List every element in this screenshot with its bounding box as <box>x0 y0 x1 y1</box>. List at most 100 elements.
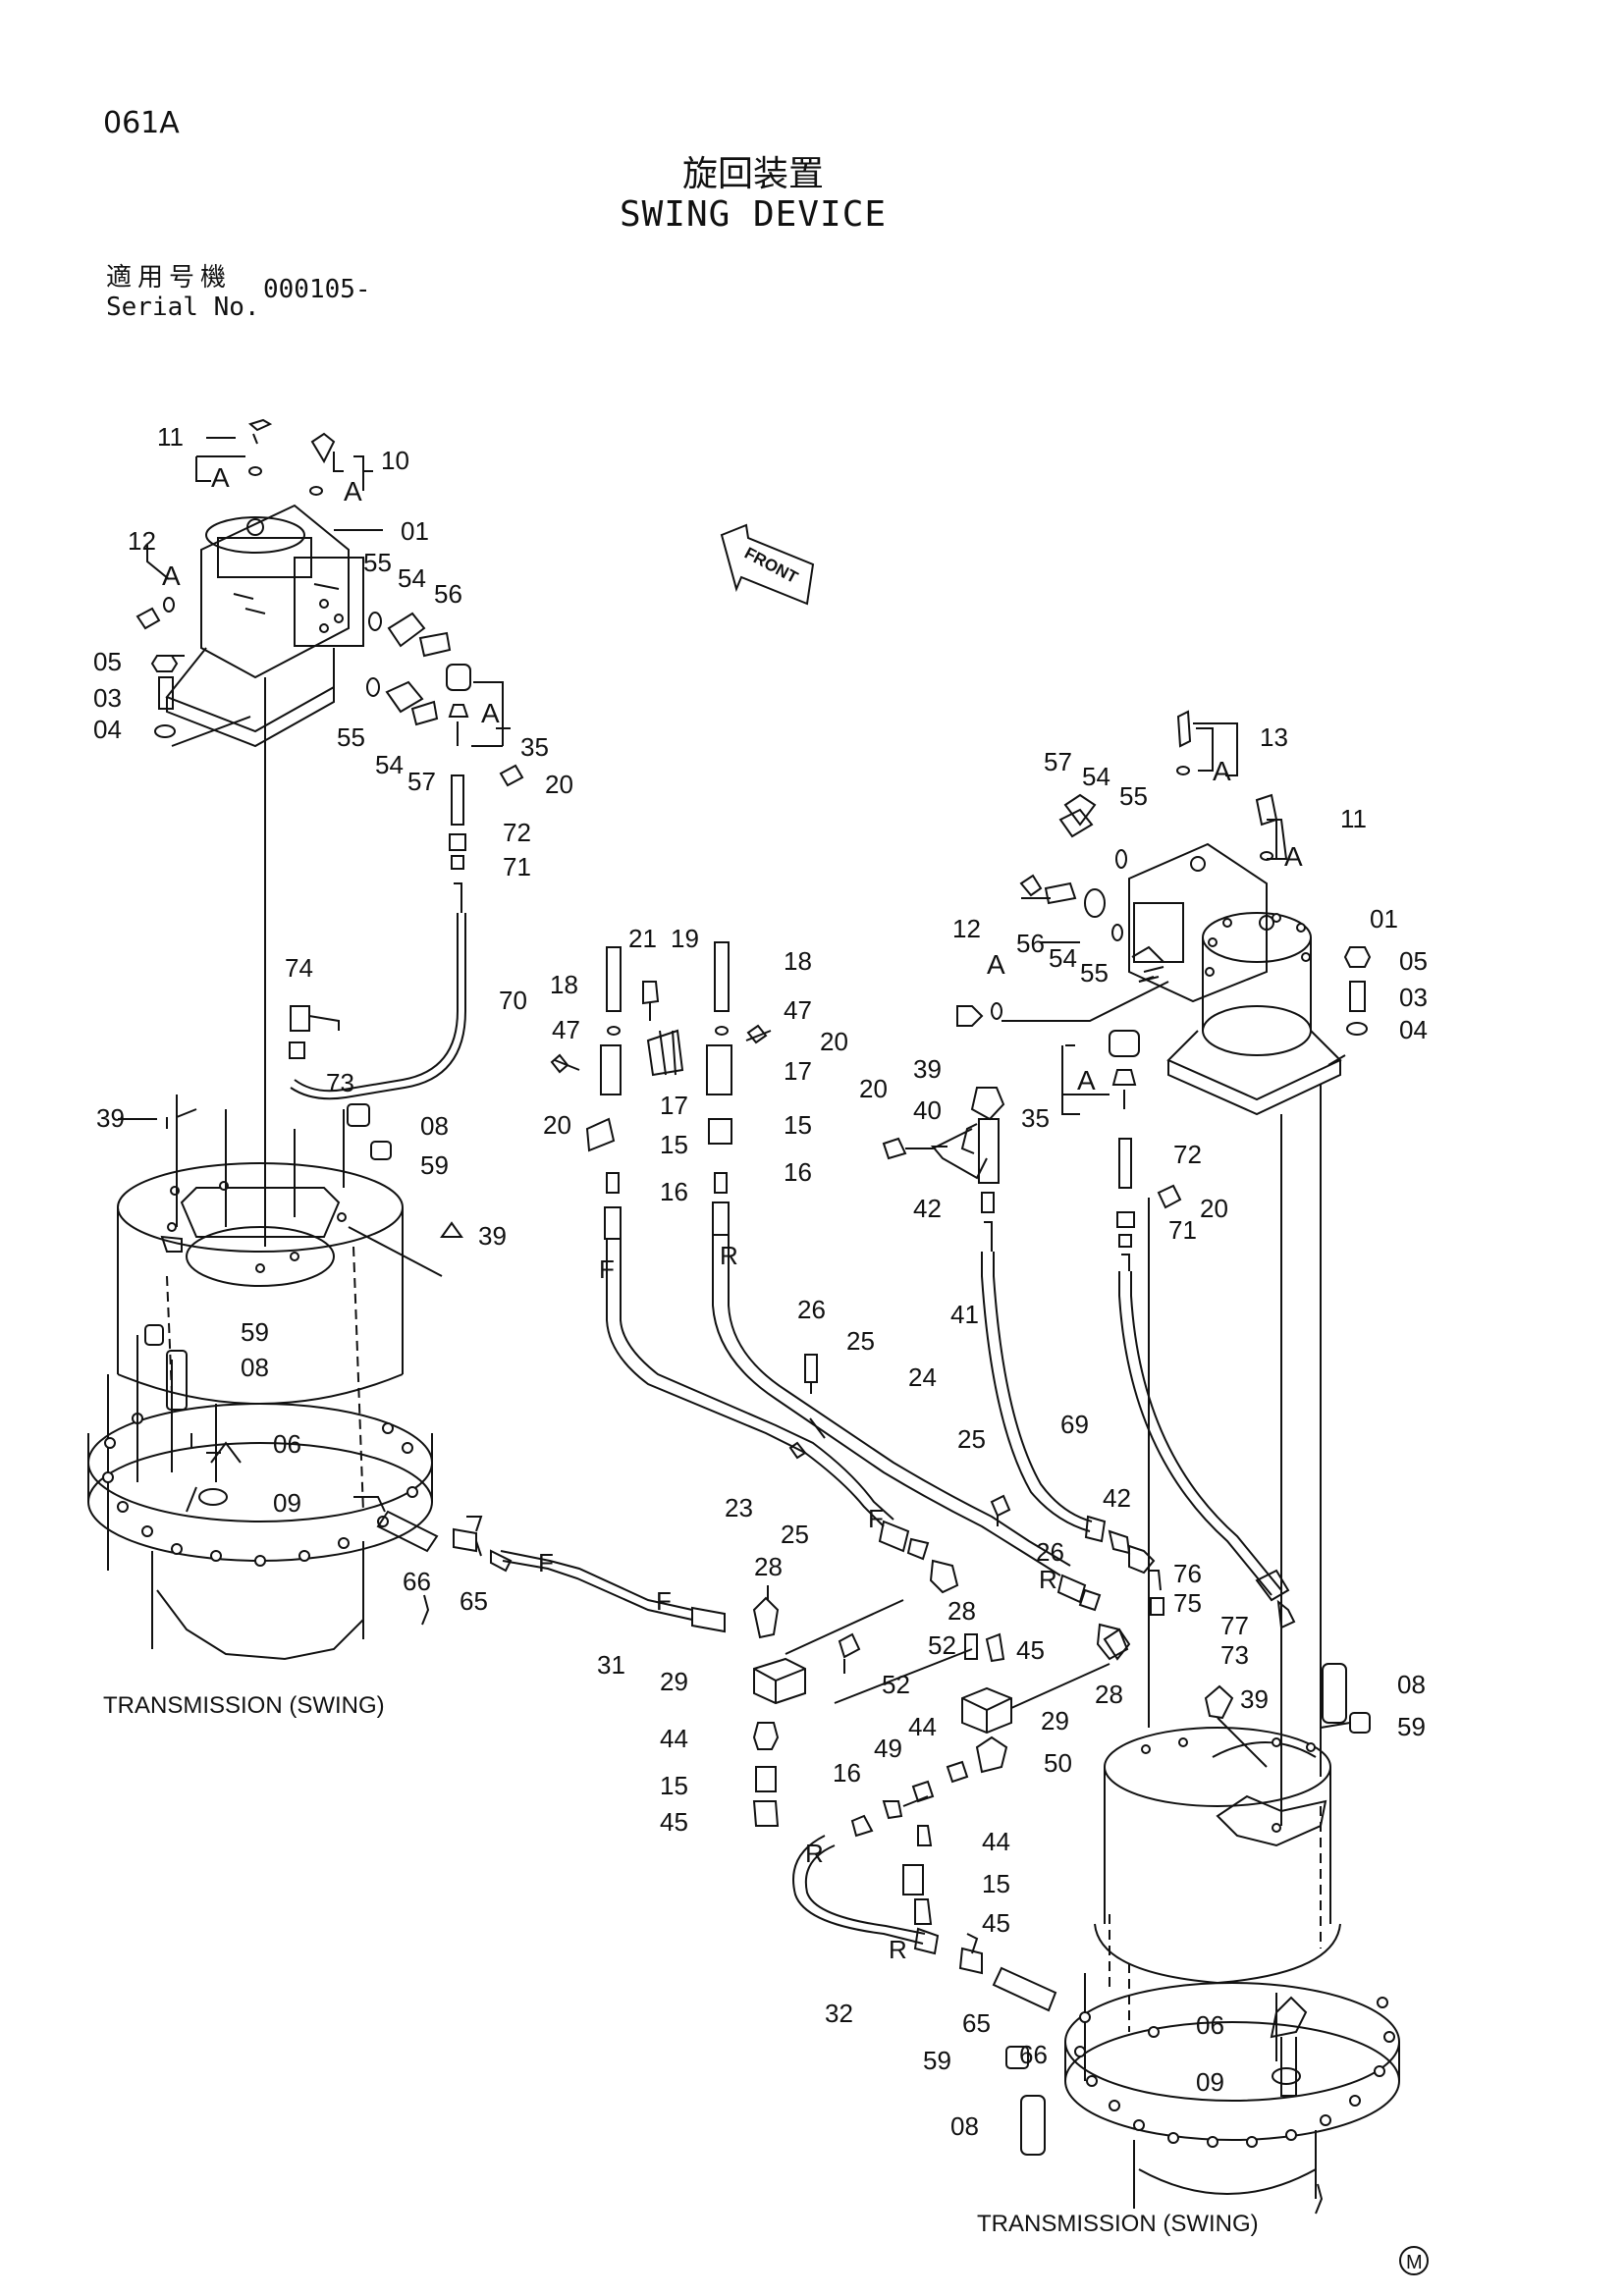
callout-15-middle-right: 15 <box>784 1110 812 1140</box>
hose-f-23-end: F <box>868 1504 884 1533</box>
right-swing-motor <box>1128 842 1342 1116</box>
callout-52-upper: 52 <box>928 1630 956 1660</box>
callout-39-left-b: 39 <box>478 1221 507 1251</box>
page-title-japanese: 旋回装置 <box>681 154 824 194</box>
page-code: 061A <box>103 106 180 140</box>
callout-59-left-upper: 59 <box>420 1150 449 1180</box>
callout-08-left-lower: 08 <box>241 1353 269 1382</box>
callout-16-middle-left: 16 <box>660 1177 688 1206</box>
callout-35-left: 35 <box>520 732 549 762</box>
callout-56-left: 56 <box>434 579 462 609</box>
detail-a-right-1: A <box>1213 756 1231 786</box>
callout-74: 74 <box>285 953 313 983</box>
callout-59-right-upper: 59 <box>1397 1712 1426 1741</box>
callout-72-right: 72 <box>1173 1140 1202 1169</box>
callout-45-lower: 45 <box>982 1908 1010 1938</box>
callout-29-left: 29 <box>660 1667 688 1696</box>
hose-r-24-end: R <box>1039 1565 1057 1594</box>
callout-39-right-lower: 39 <box>1240 1684 1269 1714</box>
callout-50: 50 <box>1044 1748 1072 1778</box>
hose-f-31: F <box>656 1586 672 1616</box>
callout-09-right: 09 <box>1196 2067 1224 2097</box>
serial-label: Serial No. <box>106 293 260 322</box>
callout-44-left: 44 <box>660 1724 688 1753</box>
callout-28-left: 28 <box>754 1552 783 1581</box>
callout-01-left: 01 <box>401 516 429 546</box>
page-title: SWING DEVICE <box>619 194 888 235</box>
callout-66-left: 66 <box>403 1567 431 1596</box>
hose-f-23: F <box>599 1255 615 1284</box>
callout-18-left: 18 <box>550 970 578 999</box>
callout-26-right: 26 <box>1036 1537 1064 1567</box>
callout-11-right: 11 <box>1340 804 1367 833</box>
right-transmission <box>1064 1727 1400 2209</box>
callout-11-left: 11 <box>157 422 184 452</box>
marker-circle <box>1399 2246 1429 2275</box>
callout-16-middle-right: 16 <box>784 1157 812 1187</box>
callout-25-lower: 25 <box>781 1520 809 1549</box>
callout-77: 77 <box>1220 1611 1249 1640</box>
callout-17-left: 17 <box>660 1091 688 1120</box>
callout-54-right-lower: 54 <box>1049 943 1077 973</box>
serial-label-japanese: 適用号機 <box>106 263 233 293</box>
callout-23: 23 <box>725 1493 753 1522</box>
callout-20-middle-right: 20 <box>820 1027 848 1056</box>
callout-08-right-lower: 08 <box>950 2111 979 2141</box>
callout-47-left: 47 <box>552 1015 580 1044</box>
callout-55-right-upper: 55 <box>1119 781 1148 811</box>
callout-15-middle-left: 15 <box>660 1130 688 1159</box>
callout-54-right-upper: 54 <box>1082 762 1110 791</box>
detail-a-left-2: A <box>344 476 362 507</box>
callout-10: 10 <box>381 446 409 475</box>
callout-20-right-b: 20 <box>1200 1194 1228 1223</box>
detail-a-right-4: A <box>1077 1065 1096 1095</box>
callout-39-right-upper: 39 <box>913 1054 942 1084</box>
callout-19: 19 <box>671 924 699 953</box>
callout-70: 70 <box>499 986 527 1015</box>
callout-28-right: 28 <box>1095 1680 1123 1709</box>
callout-31: 31 <box>597 1650 625 1680</box>
callout-26-middle: 26 <box>797 1295 826 1324</box>
callout-65-left: 65 <box>460 1586 488 1616</box>
callout-75: 75 <box>1173 1588 1202 1618</box>
callout-04-right: 04 <box>1399 1015 1428 1044</box>
callout-45-left-lower: 45 <box>660 1807 688 1837</box>
callout-55-left-lower: 55 <box>337 722 365 752</box>
callout-01-right: 01 <box>1370 904 1398 934</box>
callout-54-left-upper: 54 <box>398 563 426 593</box>
callout-16-lower: 16 <box>833 1758 861 1788</box>
callout-66-right: 66 <box>1019 2040 1048 2069</box>
callout-47-right: 47 <box>784 995 812 1025</box>
callout-65-right: 65 <box>962 2008 991 2038</box>
callout-49: 49 <box>874 1734 902 1763</box>
callout-15-left-lower: 15 <box>660 1771 688 1800</box>
callout-73-left: 73 <box>326 1068 354 1097</box>
callout-08-right-upper: 08 <box>1397 1670 1426 1699</box>
callout-39-left-a: 39 <box>96 1103 125 1133</box>
callout-44-lower: 44 <box>982 1827 1010 1856</box>
callout-03-left: 03 <box>93 683 122 713</box>
callout-15-lower: 15 <box>982 1869 1010 1898</box>
callout-45-upper: 45 <box>1016 1635 1045 1665</box>
callout-18-right: 18 <box>784 946 812 976</box>
callout-59-left-lower: 59 <box>241 1317 269 1347</box>
serial-number: 000105- <box>263 275 371 304</box>
transmission-right-label: TRANSMISSION (SWING) <box>977 2211 1259 2237</box>
callout-24: 24 <box>908 1362 937 1392</box>
callout-57-left: 57 <box>407 767 436 796</box>
callout-71-right: 71 <box>1168 1215 1197 1245</box>
detail-a-left-3: A <box>162 561 181 591</box>
detail-a-left-4: A <box>481 698 500 728</box>
hose-r-32-end: R <box>889 1935 907 1964</box>
detail-a-left-1: A <box>211 462 230 493</box>
callout-04-left: 04 <box>93 715 122 744</box>
callout-76: 76 <box>1173 1559 1202 1588</box>
callout-09-left: 09 <box>273 1488 301 1518</box>
hose-f-31-start: F <box>538 1548 554 1577</box>
marker-m: M <box>1406 2252 1423 2273</box>
callout-06-left: 06 <box>273 1429 301 1459</box>
callout-25-upper: 25 <box>846 1326 875 1356</box>
callout-73-right: 73 <box>1220 1640 1249 1670</box>
callout-05-right: 05 <box>1399 946 1428 976</box>
